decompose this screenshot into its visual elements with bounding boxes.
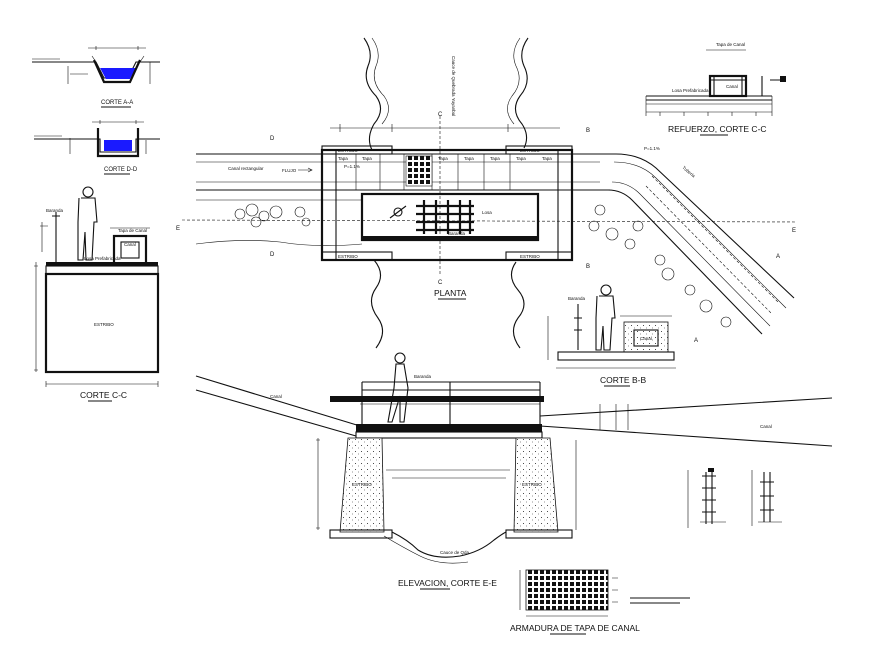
- estribo-label-left: ESTRIBO: [94, 322, 114, 327]
- abutment-right: [513, 437, 559, 533]
- armadura-title: ARMADURA DE TAPA DE CANAL: [510, 623, 640, 633]
- tapa-label-5: Tapa: [490, 156, 500, 161]
- canal-rectangular-label: Canal rectangular: [228, 166, 264, 171]
- marker-a-top: A: [776, 254, 780, 260]
- tapa-label-6: Tapa: [516, 156, 526, 161]
- elevacion-title: ELEVACION, CORTE E-E: [398, 578, 497, 588]
- marker-d-bottom: D: [270, 252, 275, 258]
- baranda-plan-label: Baranda: [448, 231, 466, 236]
- canal-label-bb: Canal: [640, 336, 652, 341]
- river-bank-right: [510, 37, 529, 349]
- section-d-d: CORTE D-D: [34, 120, 160, 175]
- corte-c-c-left-title: CORTE C-C: [80, 390, 127, 400]
- vegetation-left: [234, 203, 311, 228]
- marker-b-bottom: B: [586, 264, 590, 270]
- plan-view: Cauce de Quebrada Yuyanbal Canal rectang…: [176, 37, 797, 349]
- losa-prefabricada-label-left: Losa Prefabricada: [84, 256, 121, 261]
- estribo-plan-label-4: ESTRIBO: [520, 254, 540, 259]
- rebar-details: [687, 468, 782, 528]
- tapa-de-canal-label-refuerzo: Tapa de Canal: [716, 42, 745, 47]
- corte-a-a-title: CORTE A-A: [101, 100, 133, 106]
- water-fill-d: [104, 140, 132, 151]
- water-fill-a: [100, 68, 136, 79]
- tapa-de-canal-label-left: Tapa de Canal: [118, 228, 147, 233]
- estribo-plan-label-2: ESTRIBO: [520, 148, 540, 153]
- marker-e-left: E: [176, 226, 180, 232]
- marker-c-bottom: C: [438, 280, 443, 286]
- estribo-elev-right: ESTRIBO: [522, 482, 542, 487]
- section-c-c-left: Baranda Canal Tapa de Canal Losa Prefabr…: [34, 186, 160, 402]
- losa-prefabricada-label-refuerzo: Losa Prefabricada: [672, 88, 709, 93]
- river-bank-left: [363, 37, 384, 349]
- corte-b-b-title: CORTE B-B: [600, 375, 646, 385]
- estribo-elev-left: ESTRIBO: [352, 482, 372, 487]
- canal-label-elev-right: Canal: [760, 424, 772, 429]
- rebar-grid-canal: [405, 155, 433, 187]
- tapa-label-4: Tapa: [464, 156, 474, 161]
- canal-cover-reinforcement: ARMADURA DE TAPA DE CANAL: [510, 569, 690, 635]
- baranda-label-left: Baranda: [46, 208, 64, 213]
- elevation-section: Canal Canal Baranda ESTRIBO ESTRIBO Cauc…: [195, 352, 833, 590]
- canal-label-refuerzo: Canal: [726, 84, 738, 89]
- refuerzo-title: REFUERZO, CORTE C-C: [668, 124, 767, 134]
- reinforcement-section: Tapa de Canal Canal Losa Prefabricada RE…: [645, 42, 786, 136]
- tapa-label-2: Tapa: [362, 156, 372, 161]
- cauce-label: Cauce de Quebrada Yuyanbal: [451, 56, 456, 116]
- baranda-label-bb: Baranda: [568, 296, 586, 301]
- tuberia-label: Tuberia: [681, 165, 696, 179]
- slope-label-right: P=1.1%: [644, 146, 660, 151]
- canal-label-left: Canal: [124, 242, 136, 247]
- cauce-short-label: Cauce de Qda.: [440, 550, 470, 555]
- estribo-plan-label-3: ESTRIBO: [338, 254, 358, 259]
- baranda-label-elev: Baranda: [414, 374, 432, 379]
- section-b-b: Baranda Canal CORTE B-B: [547, 284, 676, 387]
- estribo-plan-label-1: ESTRIBO: [338, 148, 358, 153]
- planta-title: PLANTA: [434, 288, 467, 298]
- marker-e-right: E: [792, 228, 796, 234]
- person-figure-elev: [387, 352, 409, 423]
- cut-line-e: [181, 219, 797, 223]
- flujo-label: FLUJO: [282, 168, 297, 173]
- vegetation-right: [588, 204, 732, 328]
- person-figure-bb: [595, 284, 616, 351]
- tapa-label-3: Tapa: [438, 156, 448, 161]
- slope-label-left: P=1.1%: [344, 164, 360, 169]
- corte-d-d-title: CORTE D-D: [104, 167, 138, 173]
- section-a-a: CORTE A-A: [32, 46, 160, 108]
- person-figure-left: [77, 186, 98, 261]
- tapa-label-1: Tapa: [338, 156, 348, 161]
- marker-a-bottom: A: [694, 338, 698, 344]
- losa-label: Losa: [482, 210, 492, 215]
- marker-c-top: C: [438, 112, 443, 118]
- tapa-label-7: Tapa: [542, 156, 552, 161]
- marker-d-top: D: [270, 136, 275, 142]
- marker-b-top: B: [586, 128, 590, 134]
- canal-label-elev-left: Canal: [270, 394, 282, 399]
- rebar-grid-losa: [416, 200, 474, 234]
- abutment-left: [339, 437, 385, 533]
